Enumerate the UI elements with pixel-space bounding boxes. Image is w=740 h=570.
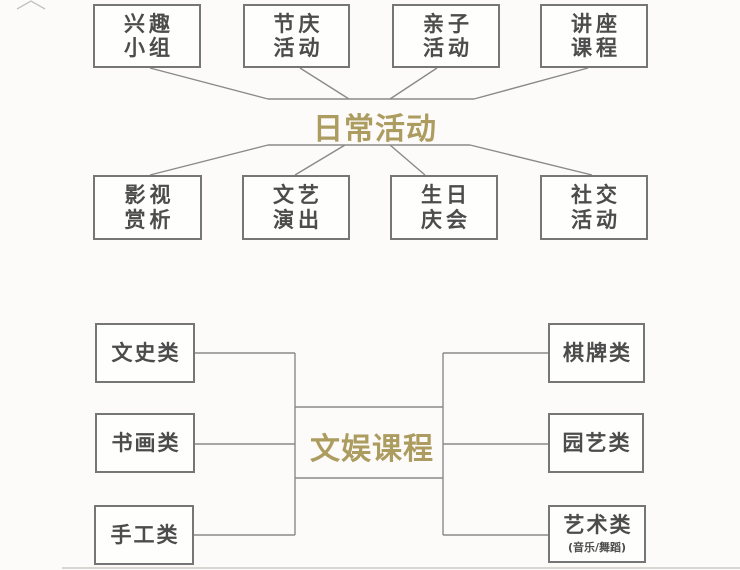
node-label: 兴趣 小组: [124, 11, 174, 60]
node-festival-activities: 节庆 活动: [243, 4, 350, 68]
node-arts: 艺术类 (音乐/舞蹈): [548, 505, 646, 563]
node-label: 节庆 活动: [273, 11, 324, 60]
title-entertainment-courses: 文娱课程: [310, 432, 434, 467]
node-label: 亲子 活动: [423, 11, 473, 60]
connector-line: [299, 67, 350, 100]
node-parent-child-activities: 亲子 活动: [392, 4, 500, 68]
node-label: 社交 活动: [571, 183, 621, 232]
corner-artifact-mark: [16, 0, 46, 10]
node-chess-cards: 棋牌类: [548, 323, 645, 383]
node-label: 生日 庆会: [421, 183, 471, 232]
node-handicrafts: 手工类: [94, 505, 194, 565]
node-label: 文艺 演出: [273, 183, 323, 232]
node-label: 园艺类: [562, 430, 632, 455]
connector-line: [469, 144, 593, 176]
node-lecture-courses: 讲座 课程: [540, 4, 648, 68]
node-sublabel: (音乐/舞蹈): [567, 541, 627, 555]
node-label: 手工类: [110, 522, 180, 547]
node-label: 棋牌类: [563, 340, 632, 365]
node-birthday-celebrations: 生日 庆会: [390, 175, 498, 240]
node-label: 文史类: [111, 340, 181, 365]
node-label: 书画类: [111, 430, 181, 455]
connector-line: [294, 144, 346, 176]
node-gardening: 园艺类: [548, 413, 644, 473]
connector-line: [389, 67, 438, 100]
node-art-performances: 文艺 演出: [242, 175, 350, 240]
connector-line: [149, 67, 269, 100]
title-daily-activities: 日常活动: [313, 112, 437, 147]
node-social-activities: 社交 活动: [540, 175, 648, 240]
connector-line: [389, 144, 426, 176]
node-interest-groups: 兴趣 小组: [93, 4, 201, 68]
node-label: 讲座 课程: [571, 11, 621, 60]
connector-line: [473, 67, 589, 100]
node-label: 艺术类: [563, 512, 633, 537]
connector-line: [149, 144, 269, 176]
node-film-appreciation: 影视 赏析: [93, 175, 202, 240]
node-calligraphy-painting: 书画类: [95, 413, 195, 473]
node-label: 影视 赏析: [124, 183, 175, 232]
node-literature-history: 文史类: [95, 323, 195, 383]
